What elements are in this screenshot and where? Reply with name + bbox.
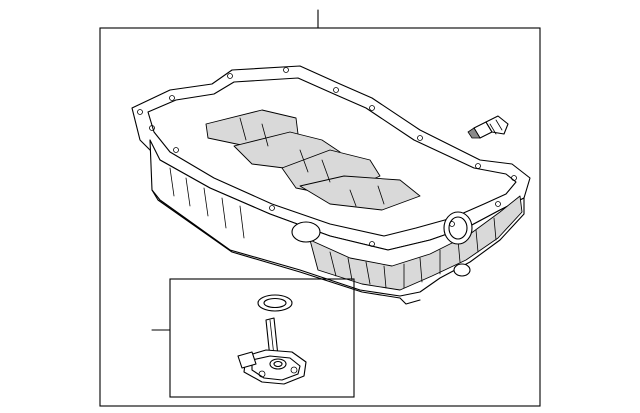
drain-plug-icon [467, 115, 509, 139]
sensor-inset-frame [169, 278, 355, 398]
oil-pan-icon [131, 65, 531, 305]
seal-ring-icon [257, 294, 293, 312]
oil-level-sensor-icon [237, 317, 307, 385]
main-assembly-frame [99, 27, 541, 407]
